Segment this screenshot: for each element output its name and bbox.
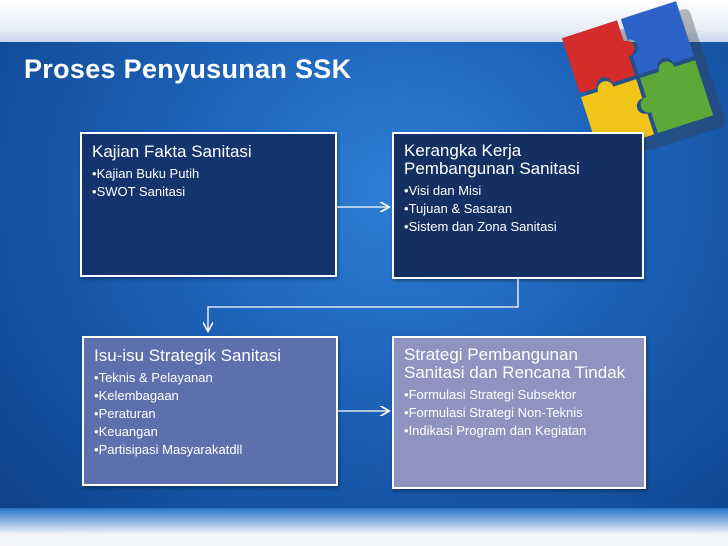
list-item: Tujuan & Sasaran [404, 200, 632, 218]
arrow-down-icon [208, 279, 519, 330]
list-item: Formulasi Strategi Non-Teknis [404, 404, 634, 422]
box-kajian-fakta: Kajian Fakta Sanitasi Kajian Buku Putih … [80, 132, 337, 277]
list-item: Peraturan [94, 405, 326, 423]
box-title: Isu-isu Strategik Sanitasi [94, 346, 282, 365]
box-title: Kajian Fakta Sanitasi [92, 142, 252, 161]
slide-title: Proses Penyusunan SSK [24, 54, 352, 84]
list-item: SWOT Sanitasi [92, 183, 325, 201]
box-title: Strategi Pembangunan Sanitasi dan Rencan… [404, 345, 626, 382]
bullet-list: Teknis & Pelayanan Kelembagaan Peraturan… [94, 369, 326, 459]
list-item: Formulasi Strategi Subsektor [404, 386, 634, 404]
bullet-list: Formulasi Strategi Subsektor Formulasi S… [404, 386, 634, 440]
bullet-list: Kajian Buku Putih SWOT Sanitasi [92, 165, 325, 201]
list-item: Kelembagaan [94, 387, 326, 405]
footer-band [0, 508, 728, 546]
box-strategi-pembangunan: Strategi Pembangunan Sanitasi dan Rencan… [392, 336, 646, 489]
list-item: Partisipasi Masyarakatdll [94, 441, 326, 459]
list-item: Kajian Buku Putih [92, 165, 325, 183]
box-kerangka-kerja: Kerangka Kerja Pembangunan Sanitasi Visi… [392, 132, 644, 279]
list-item: Sistem dan Zona Sanitasi [404, 218, 632, 236]
bullet-list: Visi dan Misi Tujuan & Sasaran Sistem da… [404, 182, 632, 236]
list-item: Visi dan Misi [404, 182, 632, 200]
box-isu-strategik: Isu-isu Strategik Sanitasi Teknis & Pela… [82, 336, 338, 486]
list-item: Indikasi Program dan Kegiatan [404, 422, 634, 440]
box-title: Kerangka Kerja Pembangunan Sanitasi [404, 141, 580, 178]
list-item: Keuangan [94, 423, 326, 441]
list-item: Teknis & Pelayanan [94, 369, 326, 387]
